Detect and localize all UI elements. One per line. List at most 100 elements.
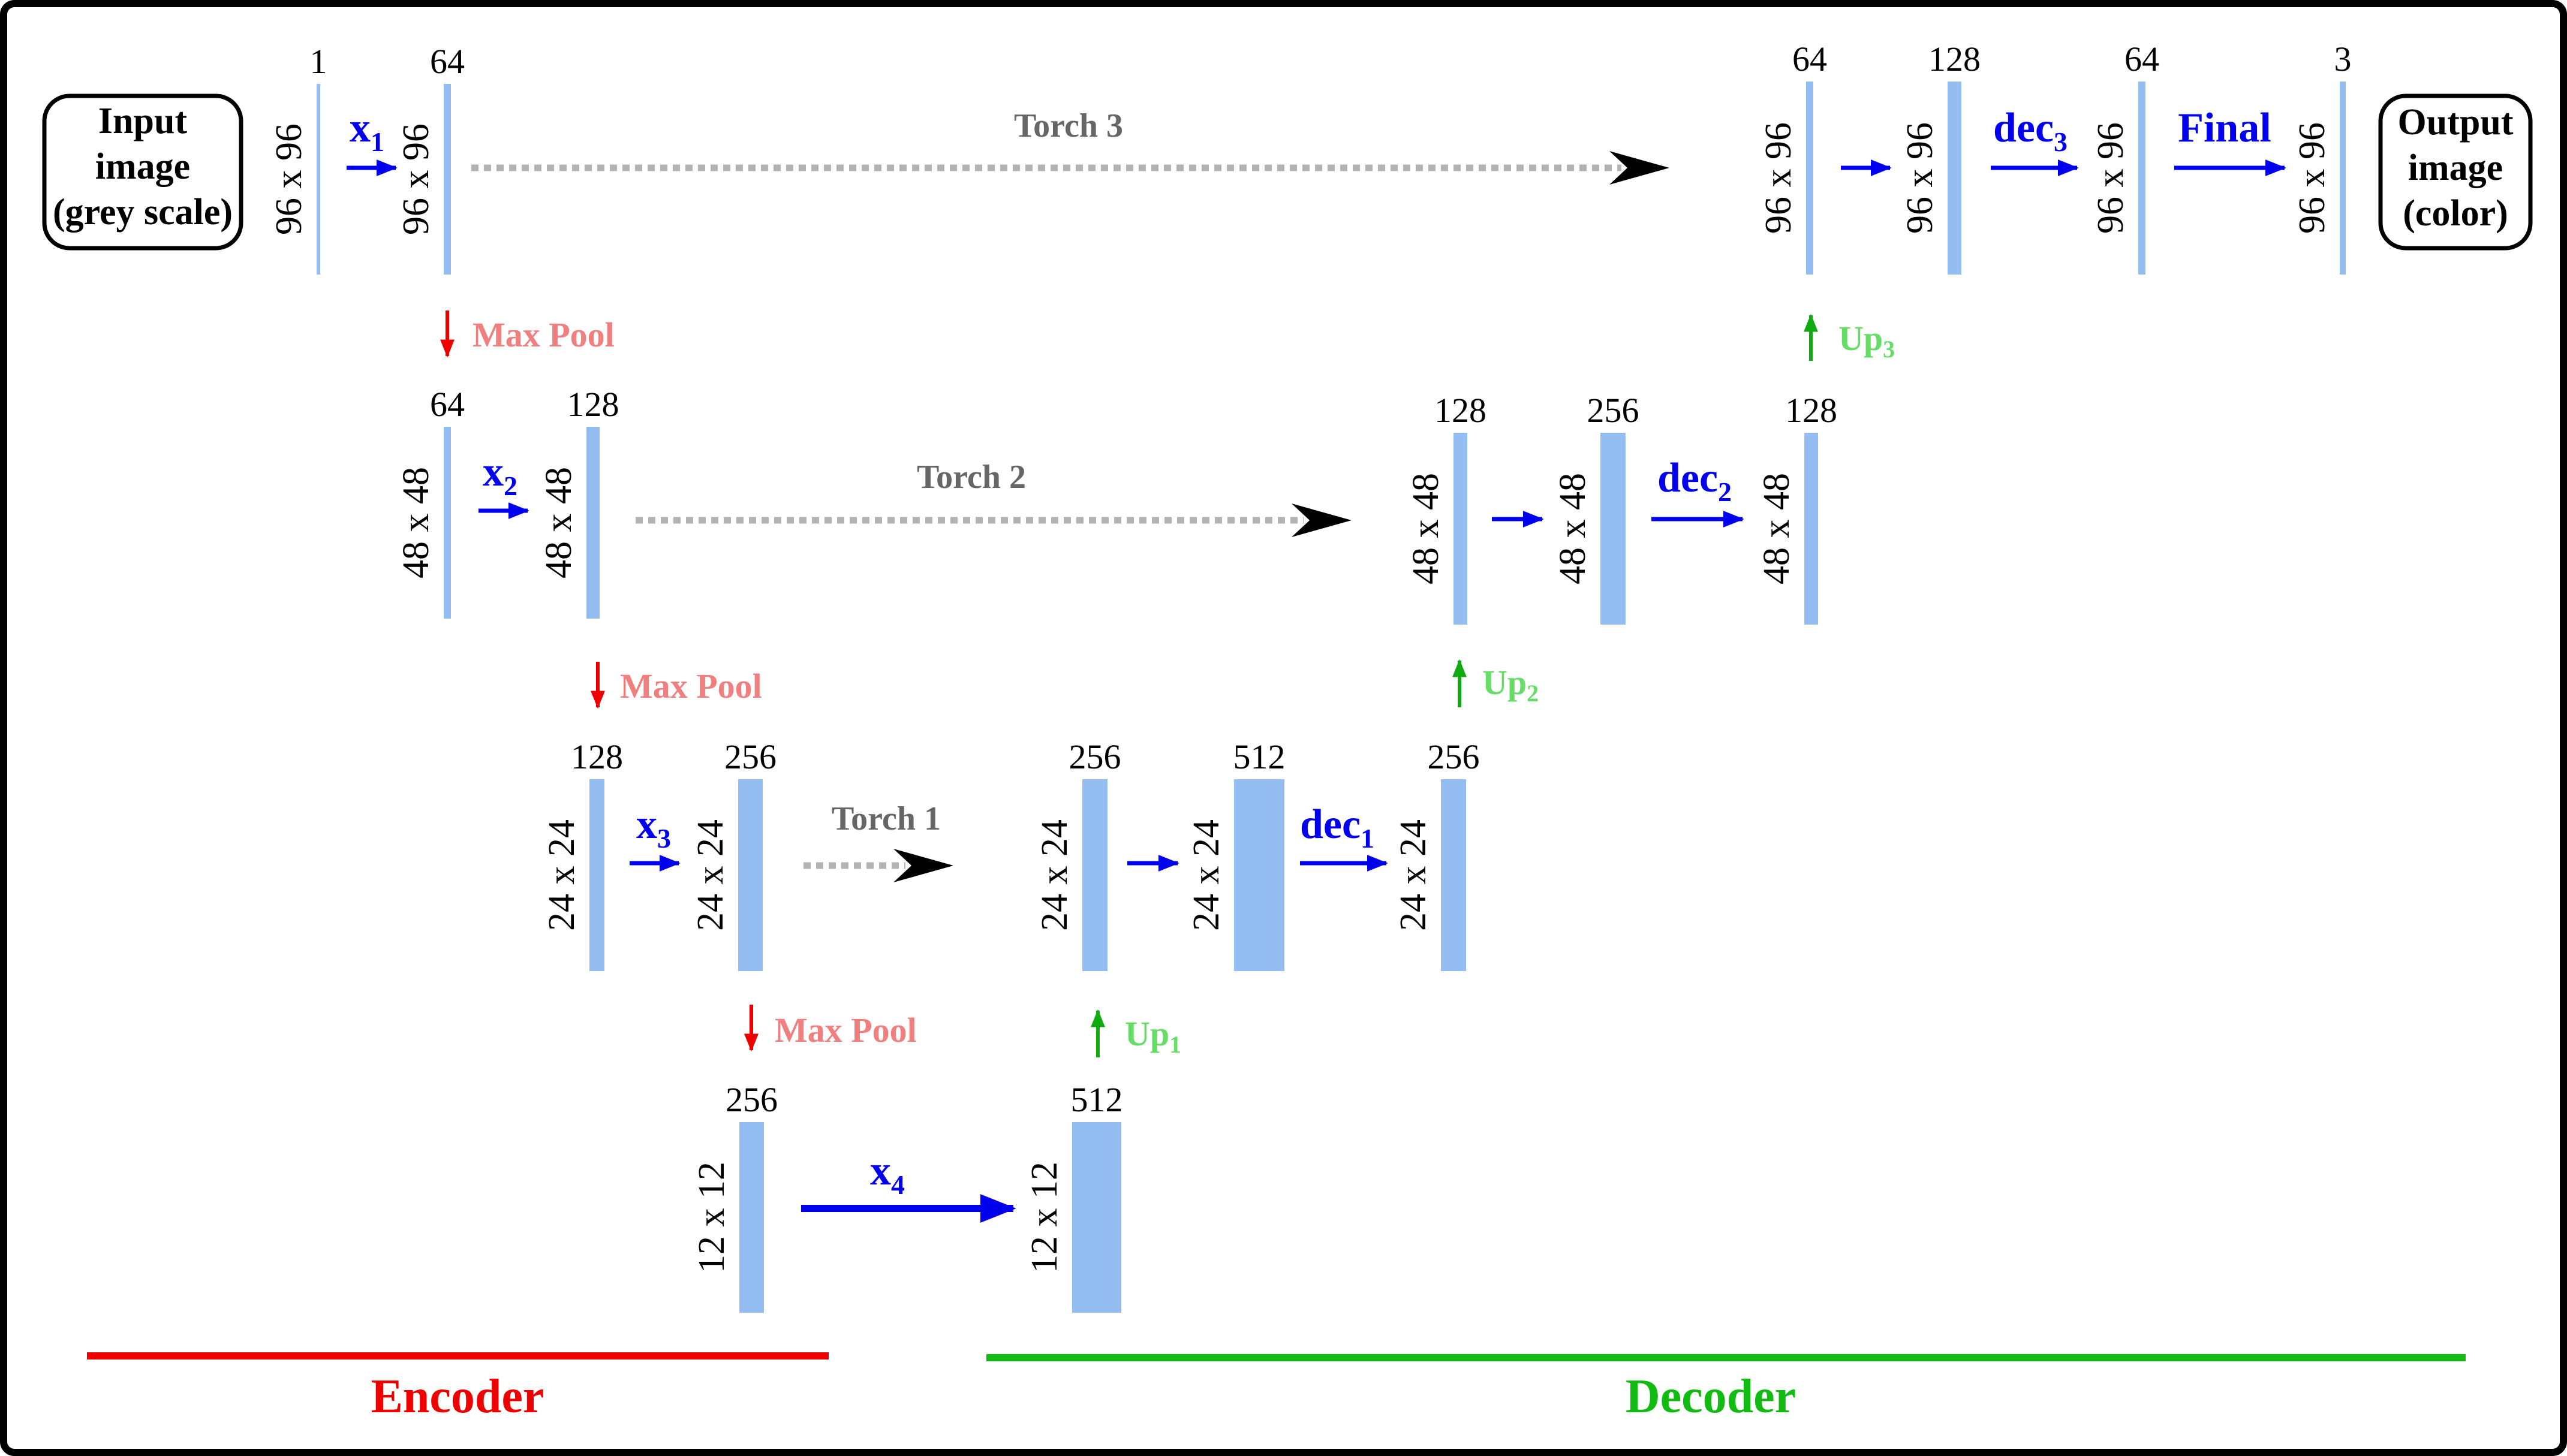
spatial-size-label: 48 x 48 — [1552, 473, 1593, 584]
spatial-size-label: 24 x 24 — [690, 819, 731, 931]
encoder-label: Encoder — [371, 1370, 544, 1423]
upsample-label-subscript: 1 — [1169, 1031, 1181, 1058]
output-box-line-1: Output — [2398, 102, 2514, 143]
output-box-line-2: image — [2408, 147, 2503, 188]
feature-map-bar — [317, 84, 320, 275]
feature-map-bar — [444, 427, 451, 619]
spatial-size-label: 12 x 12 — [691, 1162, 732, 1273]
channel-count-label: 256 — [1587, 391, 1639, 430]
upsample-label-base: Up — [1482, 663, 1527, 702]
feature-map-bar — [1441, 779, 1466, 971]
feature-map-bar — [1806, 82, 1813, 275]
input-box-line-3: (grey scale) — [53, 192, 233, 233]
channel-count-label: 256 — [1069, 737, 1121, 776]
upsample-label-up1: Up1 — [1125, 1014, 1181, 1058]
feature-map-d2b: 256 48 x 48 — [1552, 391, 1639, 625]
conv-label-base: x — [870, 1148, 891, 1194]
spatial-size-label: 48 x 48 — [1756, 473, 1797, 584]
conv-label-subscript: 2 — [504, 471, 517, 501]
maxpool-label: Max Pool — [775, 1011, 917, 1050]
output-box-line-3: (color) — [2403, 193, 2508, 234]
upsample-label-up3: Up3 — [1838, 319, 1895, 363]
channel-count-label: 128 — [1928, 40, 1981, 79]
spatial-size-label: 96 x 96 — [2292, 122, 2333, 234]
channel-count-label: 512 — [1233, 737, 1286, 776]
spatial-size-label: 48 x 48 — [1406, 473, 1446, 584]
spatial-size-label: 96 x 96 — [1900, 122, 1940, 234]
spatial-size-label: 96 x 96 — [269, 123, 309, 235]
spatial-size-label: 96 x 96 — [2090, 122, 2131, 234]
conv-label-x1: x1 — [350, 105, 384, 157]
skip-label: Torch 1 — [832, 800, 941, 837]
conv-label-dec1: dec1 — [1300, 801, 1374, 854]
upsample-label-up2: Up2 — [1482, 663, 1539, 707]
output-image-box: Output image (color) — [2378, 94, 2533, 251]
conv-label-base: dec — [1993, 105, 2054, 151]
channel-count-label: 256 — [726, 1080, 778, 1119]
maxpool-label: Max Pool — [620, 667, 762, 706]
skip-arrowhead — [1609, 151, 1669, 185]
skip-connection-torch1: Torch 1 — [803, 800, 953, 882]
conv-label-x2: x2 — [483, 449, 517, 501]
maxpool-label: Max Pool — [473, 315, 615, 354]
feature-map-e1a: 196 x 96 — [269, 42, 327, 275]
spatial-size-label: 48 x 48 — [396, 467, 437, 578]
channel-count-label: 64 — [1792, 40, 1827, 79]
feature-map-bar — [2138, 82, 2145, 275]
spatial-size-label: 24 x 24 — [541, 819, 582, 931]
feature-map-d3b: 128 96 x 96 — [1900, 40, 1981, 275]
feature-map-d1b: 512 24 x 24 — [1186, 737, 1286, 971]
feature-map-bar — [1072, 1122, 1121, 1313]
conv-label-subscript: 2 — [1718, 477, 1732, 507]
conv-label-subscript: 1 — [371, 126, 384, 157]
upsample-label-base: Up — [1125, 1014, 1169, 1053]
feature-map-e4: 256 12 x 12 — [691, 1080, 778, 1313]
skip-connection-torch2: Torch 2 — [636, 459, 1352, 537]
spatial-size-label: 24 x 24 — [1393, 819, 1434, 931]
channel-count-label: 128 — [567, 385, 619, 424]
feature-map-bar — [1082, 779, 1108, 971]
conv-label-base: dec — [1657, 455, 1718, 501]
skip-label: Torch 3 — [1014, 107, 1123, 144]
channel-count-label: 64 — [430, 385, 465, 424]
feature-map-bar — [444, 84, 451, 275]
spatial-size-label: 48 x 48 — [538, 467, 579, 578]
channel-count-label: 256 — [724, 737, 777, 776]
conv-label-final: Final — [2178, 105, 2271, 151]
feature-map-d1c: 256 24 x 24 — [1393, 737, 1480, 971]
spatial-size-label: 96 x 96 — [1758, 122, 1799, 234]
feature-map-e2b: 128 48 x 48 — [538, 385, 619, 619]
feature-map-d3c: 64 96 x 96 — [2090, 40, 2159, 275]
conv-label-x4: x4 — [870, 1148, 905, 1200]
channel-count-label: 64 — [430, 42, 465, 81]
conv-label-base: x — [636, 801, 657, 848]
channel-count-label: 64 — [2124, 40, 2159, 79]
conv-label-base: x — [483, 449, 504, 495]
spatial-size-label: 96 x 96 — [396, 123, 437, 235]
channel-count-label: 128 — [1434, 391, 1486, 430]
channel-count-label: 256 — [1428, 737, 1480, 776]
channel-count-label: 3 — [2334, 40, 2352, 79]
feature-map-bar — [739, 1122, 764, 1313]
channel-count-label: 512 — [1071, 1080, 1123, 1119]
spatial-size-label: 24 x 24 — [1186, 819, 1227, 931]
feature-map-bar — [586, 427, 600, 619]
conv-label-base: dec — [1300, 801, 1361, 848]
conv-label-subscript: 4 — [891, 1169, 905, 1200]
upsample-label-subscript: 2 — [1527, 680, 1539, 707]
feature-map-bar — [589, 779, 604, 971]
skip-connection-torch3: Torch 3 — [471, 107, 1669, 185]
input-image-box: Input image (grey scale) — [42, 94, 243, 251]
conv-label-dec2: dec2 — [1657, 455, 1732, 507]
feature-map-out: 3 96 x 96 — [2292, 40, 2352, 275]
conv-label-dec3: dec3 — [1993, 105, 2068, 157]
feature-map-bar — [1234, 779, 1284, 971]
feature-map-e1b: 64 96 x 96 — [396, 42, 465, 275]
